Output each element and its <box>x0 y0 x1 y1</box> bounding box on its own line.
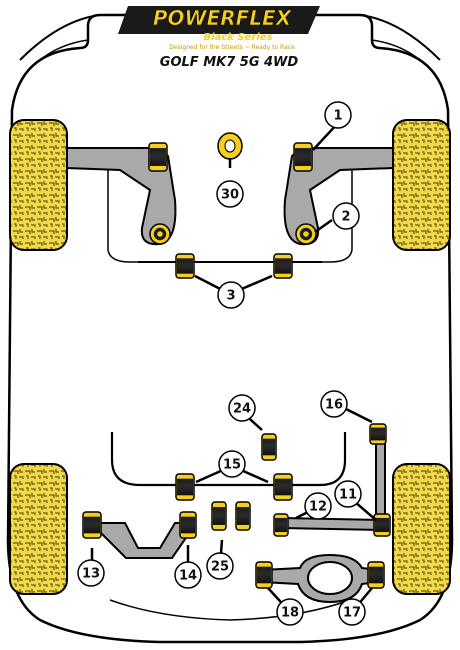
bush-rear-arb-right <box>273 473 293 501</box>
callout-1: 1 <box>324 101 352 129</box>
logo-tagline: Designed for the Streets ~ Ready to Race <box>169 44 295 51</box>
bush-25-left <box>211 501 227 531</box>
callout-label: 15 <box>223 458 241 473</box>
callout-label: 12 <box>309 500 327 515</box>
bush-30 <box>217 132 243 160</box>
callout-14: 14 <box>174 561 202 589</box>
callout-30: 30 <box>216 180 244 208</box>
callout-label: 30 <box>221 188 239 203</box>
bush-17 <box>367 561 385 589</box>
powerflex-logo: POWERFLEX Black Series Designed for the … <box>118 6 320 51</box>
front-right-wishbone <box>283 147 394 246</box>
callout-16: 16 <box>320 390 348 418</box>
callout-17: 17 <box>338 598 366 626</box>
callout-2: 2 <box>332 202 360 230</box>
rear-anti-roll-bar <box>110 432 347 487</box>
bush-18 <box>255 561 273 589</box>
bush-rear-arb-left <box>175 473 195 501</box>
rear-right-tyre <box>392 463 451 595</box>
rear-right-track-arm <box>281 516 386 532</box>
bush-12 <box>273 513 289 537</box>
bush-24 <box>261 433 277 461</box>
bush-front-left-rear <box>149 223 171 245</box>
callout-3: 3 <box>217 281 245 309</box>
callout-label: 11 <box>339 488 357 503</box>
callout-15: 15 <box>218 450 246 478</box>
callout-13: 13 <box>77 559 105 587</box>
callout-25: 25 <box>206 552 234 580</box>
bush-front-right-front <box>293 142 313 172</box>
callout-12: 12 <box>304 492 332 520</box>
callout-24: 24 <box>228 394 256 422</box>
logo-series: Black Series <box>204 32 273 43</box>
callout-18: 18 <box>276 598 304 626</box>
bush-16 <box>369 423 387 445</box>
bush-front-left-front <box>148 142 168 172</box>
callout-label: 16 <box>325 398 343 413</box>
rear-left-tyre <box>9 463 68 595</box>
callout-11: 11 <box>334 480 362 508</box>
callout-label: 1 <box>333 109 342 124</box>
rear-right-link-rod <box>375 437 386 523</box>
callout-label: 3 <box>226 289 235 304</box>
bush-13 <box>82 511 102 539</box>
callout-label: 14 <box>179 569 197 584</box>
front-right-tyre <box>392 119 451 251</box>
callout-label: 18 <box>281 606 299 621</box>
callout-label: 17 <box>343 606 361 621</box>
callout-label: 2 <box>341 210 350 225</box>
bush-front-arb-right <box>273 253 293 279</box>
front-left-tyre <box>9 119 68 251</box>
bush-front-arb-left <box>175 253 195 279</box>
bush-front-right-rear <box>295 223 317 245</box>
bush-14 <box>179 511 197 539</box>
bush-25-right <box>235 501 251 531</box>
page-title: GOLF MK7 5G 4WD <box>160 55 299 70</box>
callout-label: 13 <box>82 567 100 582</box>
car-body-outline <box>6 13 454 644</box>
callout-label: 25 <box>211 560 229 575</box>
bush-11 <box>373 513 391 537</box>
callout-label: 24 <box>233 402 251 417</box>
logo-brand: POWERFLEX <box>153 6 293 30</box>
